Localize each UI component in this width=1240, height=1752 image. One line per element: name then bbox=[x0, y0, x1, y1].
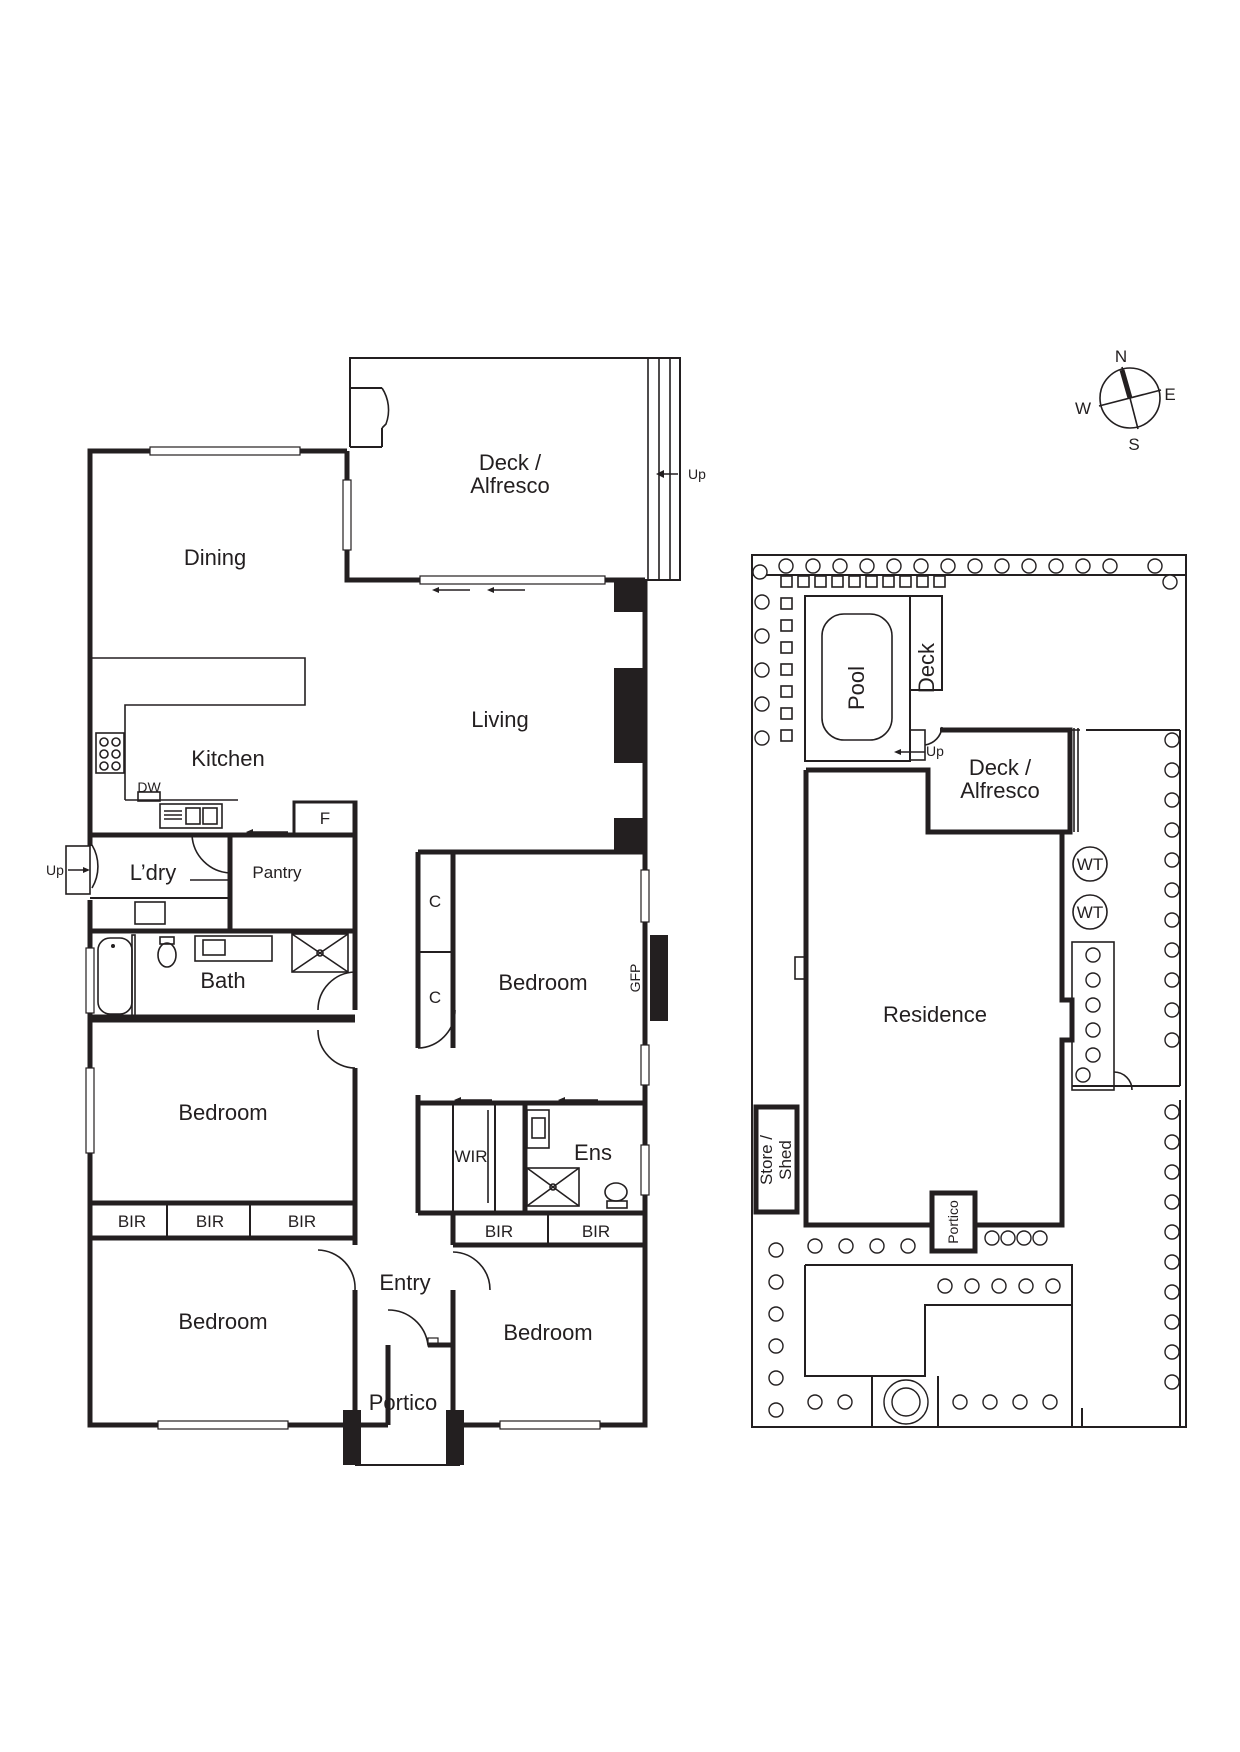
deck-alfresco-label: Deck / bbox=[479, 450, 542, 475]
wall-block bbox=[614, 580, 646, 612]
store-shed bbox=[753, 1104, 800, 1215]
outer-walls bbox=[87, 448, 648, 1466]
kitchen-label: Kitchen bbox=[191, 746, 264, 771]
floor-plan: Deck / Alfresco Up Dining Living Kitchen… bbox=[46, 357, 706, 1466]
bath-fixtures bbox=[90, 897, 349, 1017]
portico-pier bbox=[343, 1410, 361, 1465]
water-tank bbox=[1072, 894, 1108, 930]
store-shed-label: Store / bbox=[757, 1135, 776, 1185]
doors bbox=[65, 834, 491, 1346]
fireplace-block bbox=[650, 935, 668, 1021]
water-tank bbox=[1072, 846, 1108, 882]
fridge-label: F bbox=[320, 809, 330, 828]
bir-label: BIR bbox=[196, 1212, 224, 1231]
pool-deck-label: Deck bbox=[914, 642, 939, 693]
water-tank-label: WT bbox=[1077, 855, 1103, 874]
living-label: Living bbox=[471, 707, 528, 732]
compass-west: W bbox=[1075, 399, 1091, 418]
window bbox=[157, 1420, 289, 1430]
bir-label: BIR bbox=[288, 1212, 316, 1231]
gas-fireplace-label: GFP bbox=[627, 964, 643, 993]
cupboard-label: C bbox=[429, 988, 441, 1007]
store-shed-label-2: Shed bbox=[776, 1140, 795, 1180]
pool-area bbox=[780, 575, 946, 762]
site-portico-label: Portico bbox=[945, 1200, 961, 1244]
bedroom-4-label: Bedroom bbox=[503, 1320, 592, 1345]
pool-deck bbox=[909, 595, 943, 691]
window bbox=[640, 1144, 650, 1196]
ensuite-label: Ens bbox=[574, 1140, 612, 1165]
dishwasher bbox=[137, 791, 161, 802]
wall-block bbox=[614, 818, 646, 854]
boundary-trees bbox=[752, 558, 1180, 1418]
window bbox=[149, 446, 301, 456]
deck-alfresco-label-2: Alfresco bbox=[470, 473, 549, 498]
site-deck-alfresco-label: Deck / bbox=[969, 755, 1032, 780]
sliding-arrows bbox=[246, 587, 598, 1103]
dishwasher-label: DW bbox=[137, 779, 161, 795]
bedroom-3-label: Bedroom bbox=[178, 1309, 267, 1334]
chimney-block bbox=[614, 668, 646, 763]
pool bbox=[821, 613, 893, 741]
deck-up-label: Up bbox=[688, 466, 706, 482]
cooktop bbox=[95, 732, 125, 774]
window bbox=[85, 1067, 95, 1154]
portico-label: Portico bbox=[369, 1390, 437, 1415]
site-plan: Pool Deck Up Deck / Alfresco WT WT Resid… bbox=[751, 554, 1187, 1428]
sliding-door bbox=[419, 575, 606, 585]
bir-label: BIR bbox=[582, 1222, 610, 1241]
dining-label: Dining bbox=[184, 545, 246, 570]
wir-label: WIR bbox=[454, 1147, 487, 1166]
window bbox=[342, 479, 352, 551]
entry-label: Entry bbox=[379, 1270, 430, 1295]
window bbox=[640, 1044, 650, 1086]
bir-label: BIR bbox=[485, 1222, 513, 1241]
site-deck-alfresco-label-2: Alfresco bbox=[960, 778, 1039, 803]
main-bedroom-label: Bedroom bbox=[498, 970, 587, 995]
ensuite-fixtures bbox=[452, 1109, 628, 1209]
residence-label: Residence bbox=[883, 1002, 987, 1027]
laundry-label: L’dry bbox=[130, 860, 176, 885]
pantry-label: Pantry bbox=[252, 863, 302, 882]
kitchen-benches bbox=[92, 657, 306, 829]
site-up-label: Up bbox=[926, 743, 944, 759]
compass-south: S bbox=[1128, 435, 1139, 454]
compass-north: N bbox=[1115, 347, 1127, 366]
site-boundary bbox=[751, 554, 1187, 1428]
bir-label: BIR bbox=[118, 1212, 146, 1231]
sink bbox=[159, 803, 223, 829]
water-tank-label: WT bbox=[1077, 903, 1103, 922]
residence-outline bbox=[803, 767, 1075, 1228]
window bbox=[499, 1420, 601, 1430]
cupboard-label: C bbox=[429, 892, 441, 911]
bedroom-2-label: Bedroom bbox=[178, 1100, 267, 1125]
window bbox=[640, 869, 650, 923]
bath-label: Bath bbox=[200, 968, 245, 993]
compass-east: E bbox=[1164, 385, 1175, 404]
garden-bed bbox=[1071, 941, 1115, 1091]
site-portico bbox=[929, 1190, 978, 1254]
compass: N E S W bbox=[1075, 347, 1176, 454]
laundry-up-label: Up bbox=[46, 862, 64, 878]
window bbox=[85, 947, 95, 1014]
pool-label: Pool bbox=[844, 666, 869, 710]
